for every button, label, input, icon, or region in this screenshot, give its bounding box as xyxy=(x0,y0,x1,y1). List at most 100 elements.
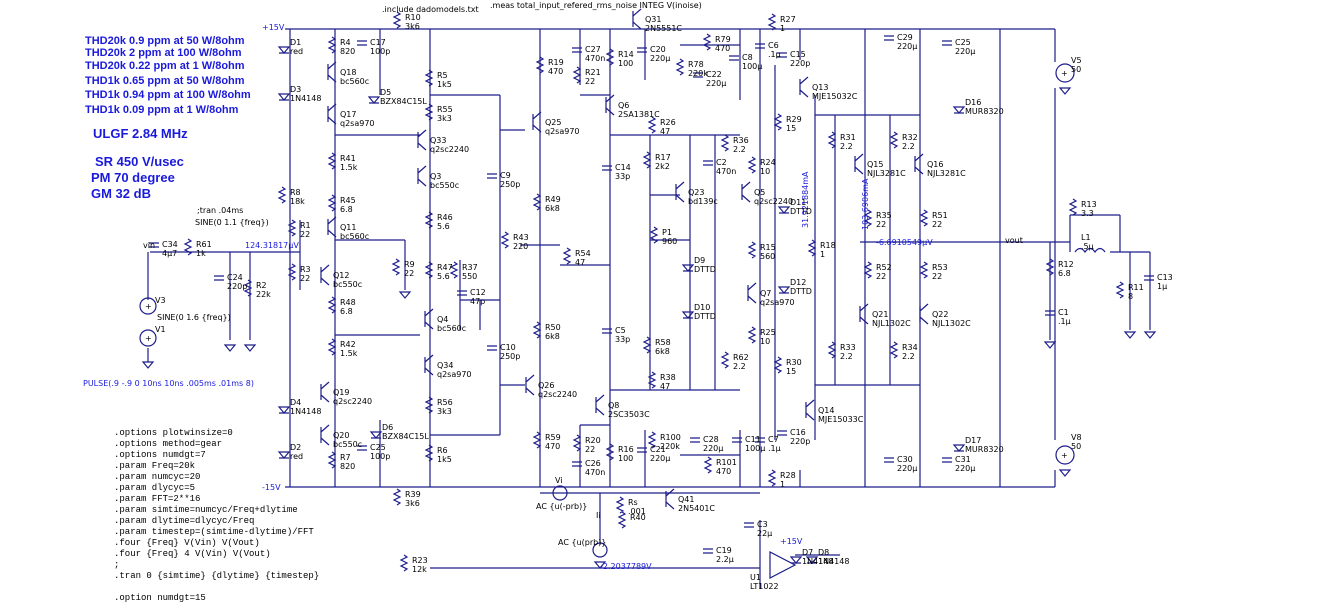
transistor-symbol xyxy=(605,94,615,116)
component-value: 22 xyxy=(585,445,595,454)
component-ref: R37 xyxy=(462,263,478,272)
component-value: NJL1302C xyxy=(932,319,971,328)
component-ref: Q22 xyxy=(932,310,948,319)
component-value: 22 xyxy=(876,272,886,281)
component-ref: R6 xyxy=(437,446,448,455)
component-value: 50 xyxy=(1071,442,1081,451)
component-ref: Q17 xyxy=(340,110,356,119)
component-value: 470 xyxy=(545,442,560,451)
resistor-symbol xyxy=(532,193,542,211)
directive-line: .param simtime=numcyc/Freq+dlytime xyxy=(114,505,298,515)
component-value: 250p xyxy=(500,180,520,189)
capacitor-symbol xyxy=(457,290,467,296)
resistor-symbol xyxy=(183,238,193,256)
component-ref: R50 xyxy=(545,323,561,332)
schematic-canvas: + + + + +15V -15V +15V vout vin 124.3181… xyxy=(83,1,1173,589)
component-ref: Q8 xyxy=(608,401,619,410)
component-value: DTTD xyxy=(790,287,812,296)
capacitor-symbol xyxy=(637,47,647,53)
diode-symbol xyxy=(277,46,291,54)
node-voltage-output: -6.6910549μV xyxy=(876,238,933,247)
component-value: 1 xyxy=(780,24,785,33)
slew-rate-label: SR 450 V/usec xyxy=(95,154,184,169)
component-ref: R24 xyxy=(760,158,776,167)
component-ref: Q34 xyxy=(437,361,453,370)
component-ref: C28 xyxy=(703,435,719,444)
component-ref: D4 xyxy=(290,398,301,407)
diode-symbol xyxy=(277,451,291,459)
component-ref: R3 xyxy=(300,265,311,274)
diode-symbol xyxy=(367,96,381,104)
component-value: MJE15033C xyxy=(818,415,864,424)
opamp-u1 xyxy=(769,551,797,579)
capacitor-symbol xyxy=(572,47,582,53)
component-value: 2.2μ xyxy=(716,555,734,564)
component-value: 6.8 xyxy=(340,307,353,316)
rail-label-pos: +15V xyxy=(262,23,285,32)
resistor-symbol xyxy=(642,336,652,354)
component-value: bc550c xyxy=(430,181,459,190)
component-value: 100μ xyxy=(742,62,762,71)
ground-symbols xyxy=(141,87,1157,569)
capacitor-symbol xyxy=(693,72,703,78)
component-value: 50 xyxy=(1071,65,1081,74)
diodes xyxy=(277,46,966,564)
diode-symbol xyxy=(952,444,966,452)
spec-line: THD20k 2 ppm at 100 W/8ohm xyxy=(85,47,242,59)
component-ref: R32 xyxy=(902,133,918,142)
resistor-symbol xyxy=(827,341,837,359)
resistor-symbol xyxy=(863,209,873,227)
component-value: 220μ xyxy=(955,464,975,473)
capacitor-symbol xyxy=(214,275,224,281)
resistor-symbol xyxy=(863,261,873,279)
component-value: 2.2 xyxy=(840,142,853,151)
component-ref: D17 xyxy=(965,436,981,445)
component-value: 220μ xyxy=(650,454,670,463)
resistor-symbol xyxy=(392,488,402,506)
component-ref: U1 xyxy=(750,573,761,582)
resistor-symbol xyxy=(615,496,625,514)
resistor-symbol xyxy=(773,113,783,131)
resistor-symbol xyxy=(391,258,401,276)
capacitor-symbol xyxy=(1144,275,1154,281)
probe-source-ii xyxy=(592,542,608,558)
component-value: 820 xyxy=(340,462,355,471)
transistor-symbol xyxy=(747,282,757,304)
capacitor-symbol xyxy=(777,430,787,436)
capacitor-symbol xyxy=(744,522,754,528)
resistor-symbol xyxy=(532,431,542,449)
component-value: MUR8320 xyxy=(965,107,1004,116)
resistor-symbol xyxy=(449,261,459,279)
component-value: bc560c xyxy=(340,77,369,86)
component-value: 2N5551C xyxy=(645,24,682,33)
resistors xyxy=(183,11,1125,572)
component-ref: Vi xyxy=(555,476,563,485)
meas-directive: .meas total_input_refered_rms_noise INTE… xyxy=(490,1,702,10)
component-l1: L1.5μ xyxy=(1081,233,1094,251)
component-ref: D5 xyxy=(380,88,391,97)
resistor-symbol xyxy=(767,469,777,487)
resistor-symbol xyxy=(243,279,253,297)
component-ref: R29 xyxy=(786,115,802,124)
component-value: 2.2 xyxy=(733,362,746,371)
capacitor-symbol xyxy=(572,461,582,467)
component-value: 470n xyxy=(585,468,605,477)
component-ref: Q23 xyxy=(688,188,704,197)
component-ref: Rs xyxy=(628,498,638,507)
